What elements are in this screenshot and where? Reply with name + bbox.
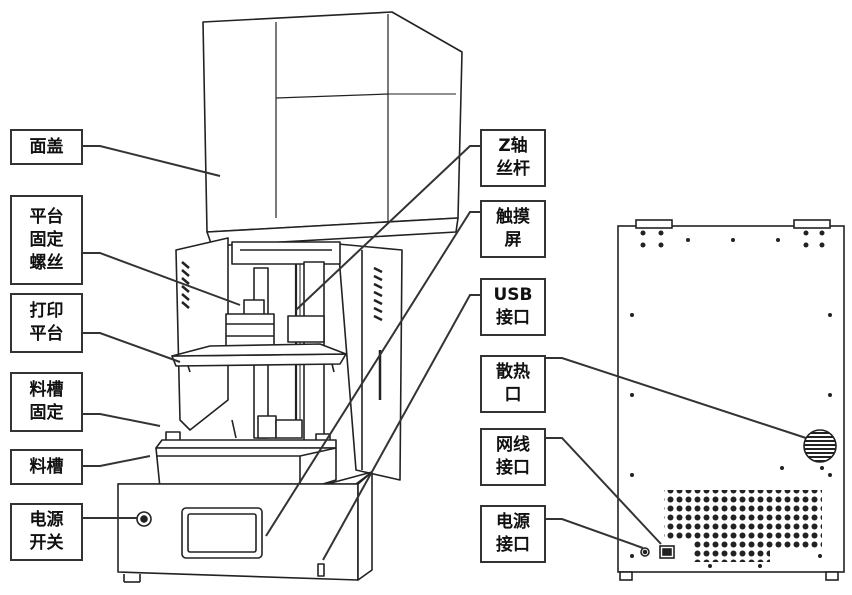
label-vat: 料槽 xyxy=(10,449,83,485)
label-platform-screw: 平台 固定 螺丝 xyxy=(10,195,83,285)
body-frame xyxy=(175,237,403,481)
label-network: 网线 接口 xyxy=(480,428,546,486)
label-face-cover: 面盖 xyxy=(10,129,83,165)
resin-vat xyxy=(155,439,337,495)
leader-lines xyxy=(83,145,807,561)
label-print-platform: 打印 平台 xyxy=(10,293,83,353)
label-usb: USB 接口 xyxy=(480,278,546,336)
label-power-switch: 电源 开关 xyxy=(10,503,83,561)
label-vat-fix: 料槽 固定 xyxy=(10,372,83,432)
lid xyxy=(202,11,463,247)
base xyxy=(117,471,373,583)
printer-front-view xyxy=(117,11,463,583)
label-touchscreen: 触摸 屏 xyxy=(480,200,546,258)
label-z-screw: Z轴 丝杆 xyxy=(480,129,546,187)
label-vent: 散热 口 xyxy=(480,355,546,413)
label-power-port: 电源 接口 xyxy=(480,505,546,563)
printer-back-view xyxy=(617,219,845,581)
